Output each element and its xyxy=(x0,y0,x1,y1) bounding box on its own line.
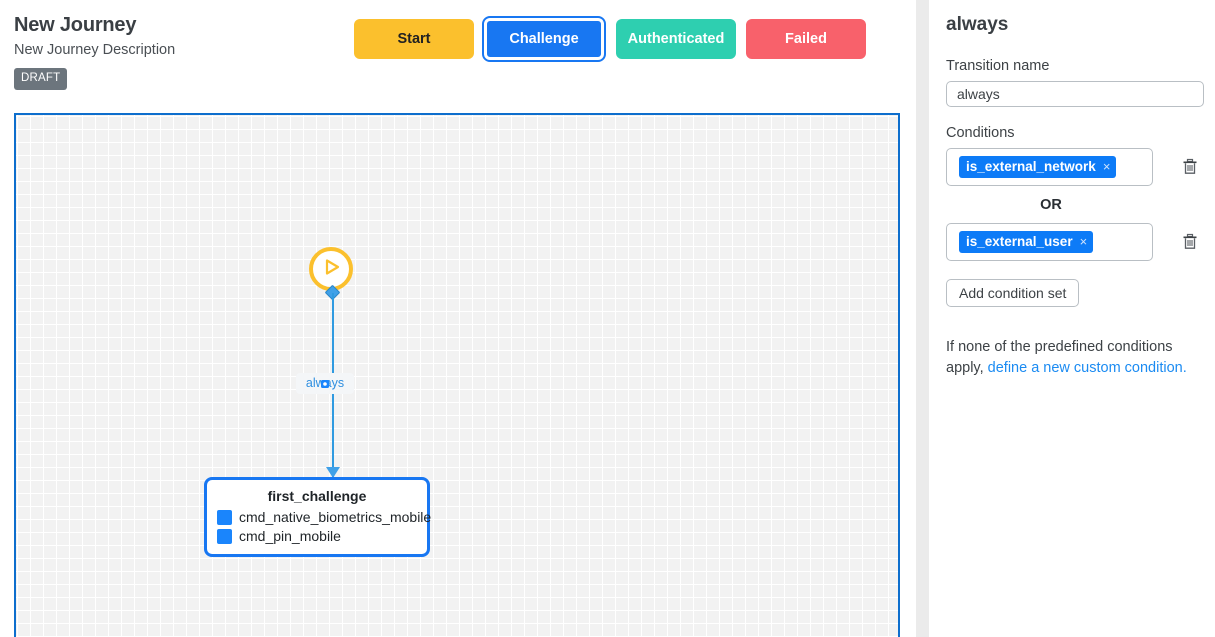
state-tabs: Start Challenge Authenticated Failed xyxy=(354,16,866,62)
journey-header: New Journey New Journey Description DRAF… xyxy=(14,12,344,90)
tab-authenticated[interactable]: Authenticated xyxy=(616,19,736,59)
help-text: If none of the predefined conditions app… xyxy=(946,337,1192,379)
condition-set-box[interactable]: is_external_network × xyxy=(946,148,1153,186)
custom-condition-link[interactable]: define a new custom condition. xyxy=(987,360,1187,376)
main-area: New Journey New Journey Description DRAF… xyxy=(14,12,900,637)
page-title: New Journey xyxy=(14,14,137,36)
edge-arrow-icon xyxy=(326,467,340,478)
add-condition-set-button[interactable]: Add condition set xyxy=(946,279,1080,307)
edge-label-always[interactable]: always xyxy=(296,373,354,394)
condition-tag-label: is_external_network xyxy=(966,159,1096,174)
tab-failed[interactable]: Failed xyxy=(746,19,866,59)
state-node-item[interactable]: cmd_pin_mobile xyxy=(217,528,417,544)
canvas-panel-gap xyxy=(903,0,916,637)
state-node-item-label: cmd_pin_mobile xyxy=(239,528,341,544)
condition-tag-label: is_external_user xyxy=(966,234,1073,249)
tab-start[interactable]: Start xyxy=(354,19,474,59)
condition-set-box[interactable]: is_external_user × xyxy=(946,223,1153,261)
tab-challenge[interactable]: Challenge xyxy=(482,16,606,62)
transition-details-panel: always Transition name Conditions is_ext… xyxy=(929,0,1215,637)
panel-title: always xyxy=(946,14,1009,35)
condition-tag[interactable]: is_external_network × xyxy=(959,156,1117,178)
trash-icon[interactable] xyxy=(1181,233,1199,251)
or-separator: OR xyxy=(1040,197,1062,213)
status-badge: DRAFT xyxy=(14,68,68,90)
help-text-prefix: If none of the predefined conditions app… xyxy=(946,339,1173,376)
state-node-first-challenge[interactable]: first_challenge cmd_native_biometrics_mo… xyxy=(204,477,431,557)
close-icon[interactable]: × xyxy=(1102,159,1111,174)
conditions-label: Conditions xyxy=(946,125,1015,141)
state-node-item[interactable]: cmd_native_biometrics_mobile xyxy=(217,509,431,525)
page-description: New Journey Description xyxy=(14,42,176,58)
condition-tag[interactable]: is_external_user × xyxy=(959,231,1094,253)
edge-label-text: always xyxy=(305,376,345,390)
transition-name-input[interactable] xyxy=(946,81,1204,107)
flow-canvas[interactable]: always first_challenge cmd_native_biomet… xyxy=(14,113,900,637)
panel-resizer[interactable] xyxy=(916,0,929,637)
swatch-icon xyxy=(217,509,232,525)
transition-name-label: Transition name xyxy=(946,58,1050,74)
condition-set-row: is_external_user × xyxy=(946,223,1199,261)
start-node[interactable] xyxy=(309,247,353,291)
state-node-item-label: cmd_native_biometrics_mobile xyxy=(239,509,432,525)
trash-icon[interactable] xyxy=(1181,158,1199,176)
play-icon xyxy=(320,256,342,283)
condition-set-row: is_external_network × xyxy=(946,148,1199,186)
close-icon[interactable]: × xyxy=(1079,234,1088,249)
swatch-icon xyxy=(217,528,232,544)
state-node-title: first_challenge xyxy=(267,488,367,504)
